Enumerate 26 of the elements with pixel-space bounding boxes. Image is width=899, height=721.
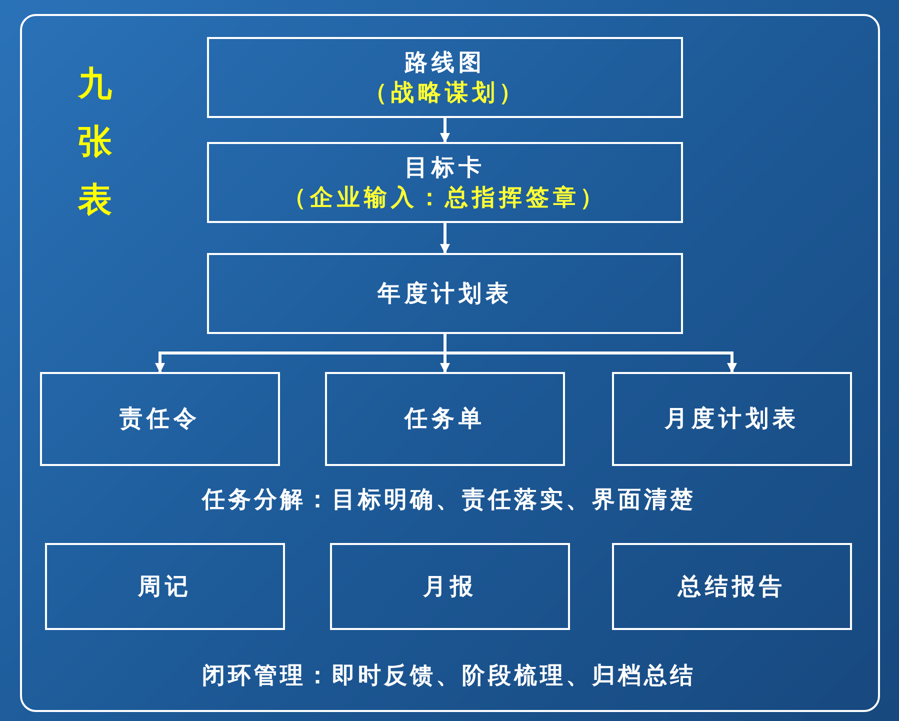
note-text: 闭环管理：即时反馈、阶段梳理、归档总结 <box>202 662 696 691</box>
box-title: 目标卡 <box>404 154 486 182</box>
box-title: 年度计划表 <box>378 280 512 308</box>
box-subtitle: （战略谋划） <box>364 78 526 108</box>
title: 九张表 <box>76 63 113 222</box>
arrow <box>444 334 737 373</box>
box-subtitle: （企业输入：总指挥签章） <box>283 184 607 212</box>
box-title: 总结报告 <box>678 572 786 602</box>
box-title: 月度计划表 <box>664 405 800 434</box>
box-title: 周记 <box>138 572 192 602</box>
note-text: 任务分解：目标明确、责任落实、界面清楚 <box>202 486 696 515</box>
process-box <box>207 37 683 118</box>
box-title: 责任令 <box>120 405 200 434</box>
process-box <box>40 372 280 466</box>
box-title: 任务单 <box>404 405 486 434</box>
process-box <box>325 372 565 466</box>
arrow <box>440 223 450 254</box>
process-box <box>612 543 852 630</box>
process-box <box>612 372 852 466</box>
box-title: 月报 <box>423 572 477 602</box>
process-box <box>45 543 285 630</box>
process-box <box>330 543 570 630</box>
process-box <box>207 253 683 334</box>
arrow <box>440 118 450 143</box>
box-title: 路线图 <box>404 48 486 78</box>
process-box <box>207 142 683 223</box>
